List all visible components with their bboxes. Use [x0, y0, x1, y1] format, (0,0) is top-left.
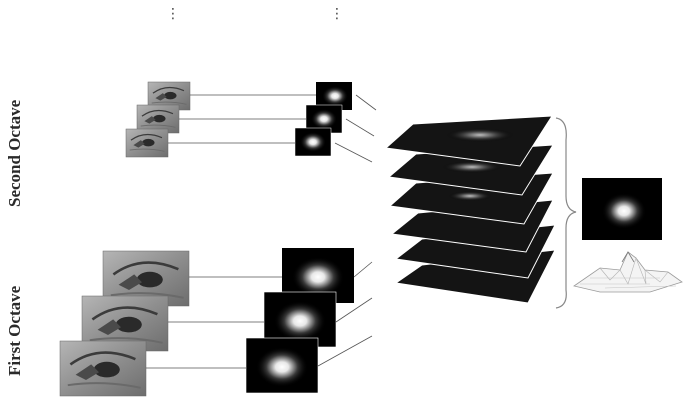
brace: [555, 117, 577, 309]
extremum-image: [582, 178, 662, 240]
response-surface-plot: [573, 251, 683, 293]
scale-space-stack: [384, 115, 556, 304]
blurred-image: [245, 337, 319, 394]
eye-image: [125, 128, 169, 158]
eye-image: [136, 104, 180, 134]
first-octave-eye-images: [59, 250, 190, 397]
ellipsis-right: ⋮: [330, 6, 344, 22]
second-octave-connectors: [168, 94, 377, 163]
first-octave-connectors: [146, 261, 373, 369]
second-octave-eye-images: [125, 81, 191, 158]
ellipsis-left: ⋮: [166, 6, 180, 22]
second-octave-label: Second Octave: [5, 99, 24, 207]
stack-plane: [384, 115, 553, 167]
second-octave-blurred-images: [294, 82, 352, 157]
eye-image: [59, 340, 147, 397]
first-octave-blurred-images: [245, 248, 354, 394]
first-octave-label: First Octave: [5, 285, 24, 376]
blurred-image: [294, 127, 332, 157]
